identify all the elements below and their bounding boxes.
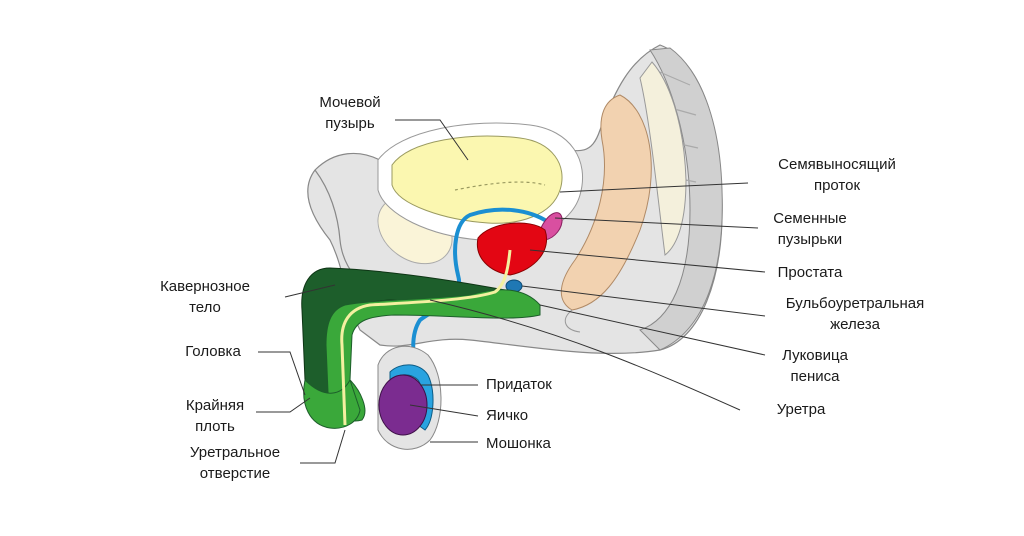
- prostate-label: Простата: [777, 264, 843, 281]
- epididymis-label: Придаток: [480, 372, 607, 397]
- scrotum-label: Мошонка: [486, 435, 551, 452]
- sacrum: [639, 61, 687, 256]
- testicle: [378, 374, 428, 436]
- sacrum-segments: [654, 69, 699, 183]
- vas-deferens: [411, 207, 550, 381]
- urethra-label: Уретра: [776, 401, 826, 418]
- glans-label: Головка: [185, 343, 241, 360]
- anal-canal: [564, 309, 581, 333]
- rectum: [560, 94, 652, 311]
- bladder: [391, 135, 563, 224]
- spine: [639, 47, 723, 351]
- ureter: [454, 181, 546, 191]
- prostate: [476, 222, 547, 276]
- leader-lines: [256, 119, 766, 464]
- testicle-label: Яичко: [480, 403, 607, 428]
- urethra: [340, 249, 512, 426]
